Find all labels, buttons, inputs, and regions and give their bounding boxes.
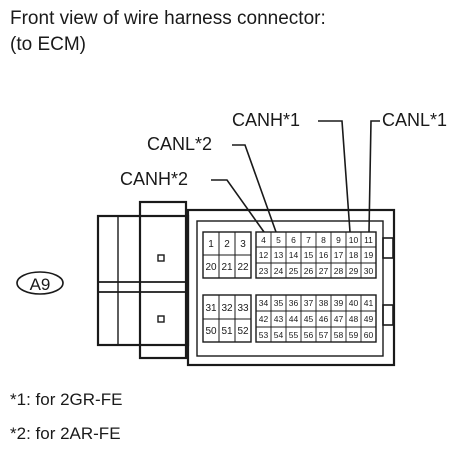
connector-id: A9 — [30, 275, 51, 294]
connector-id-badge — [16, 271, 64, 295]
pin-2: 2 — [224, 239, 230, 250]
pin-45: 45 — [304, 314, 314, 324]
pin-27: 27 — [319, 266, 329, 276]
pin-17: 17 — [334, 250, 344, 260]
pin-56: 56 — [304, 330, 314, 340]
pin-38: 38 — [319, 298, 329, 308]
pin-4: 4 — [261, 235, 266, 245]
pin-36: 36 — [289, 298, 299, 308]
title-line-2: (to ECM) — [10, 34, 86, 55]
pin-30: 30 — [364, 266, 374, 276]
pin-50: 50 — [205, 326, 217, 337]
callout-canl2: CANL*2 — [147, 134, 213, 154]
pin-23: 23 — [259, 266, 269, 276]
pin-21: 21 — [221, 262, 233, 273]
connector-housing — [96, 200, 396, 367]
pin-35: 35 — [274, 298, 284, 308]
pin-11: 11 — [364, 235, 373, 245]
leader-canl1 — [368, 120, 380, 233]
note-2: *2: for 2AR-FE — [10, 424, 121, 443]
pin-51: 51 — [221, 326, 233, 337]
pin-22: 22 — [237, 262, 249, 273]
pin-20: 20 — [205, 262, 217, 273]
pin-59: 59 — [349, 330, 359, 340]
pin-9: 9 — [336, 235, 341, 245]
pin-41: 41 — [364, 298, 374, 308]
pin-42: 42 — [259, 314, 269, 324]
note-1: *1: for 2GR-FE — [10, 390, 123, 409]
callout-canh1: CANH*1 — [232, 110, 301, 130]
pin-52: 52 — [237, 326, 249, 337]
pin-28: 28 — [334, 266, 344, 276]
callout-leaders — [211, 120, 380, 233]
housing-hole-upper — [157, 254, 165, 262]
pin-33: 33 — [237, 303, 249, 314]
pin-57: 57 — [319, 330, 329, 340]
pin-34: 34 — [259, 298, 269, 308]
leader-canh2 — [211, 179, 265, 233]
pin-37: 37 — [304, 298, 314, 308]
pin-24: 24 — [274, 266, 284, 276]
pin-32: 32 — [221, 303, 233, 314]
pin-53: 53 — [259, 330, 269, 340]
left-pin-block: 1 2 3 20 21 22 31 32 33 50 51 52 — [202, 231, 252, 343]
leader-canh1 — [318, 120, 351, 233]
housing-hole-lower — [157, 315, 165, 323]
pin-1: 1 — [208, 239, 214, 250]
pin-60: 60 — [364, 330, 374, 340]
right-pin-block: 4 5 6 7 8 9 10 11 12 13 14 15 16 17 18 1… — [255, 231, 377, 343]
callout-canl1: CANL*1 — [382, 110, 448, 130]
pin-15: 15 — [304, 250, 314, 260]
pin-43: 43 — [274, 314, 284, 324]
pin-54: 54 — [274, 330, 284, 340]
title-line-1: Front view of wire harness connector: — [10, 8, 326, 29]
pin-8: 8 — [321, 235, 326, 245]
pin-25: 25 — [289, 266, 299, 276]
pin-13: 13 — [274, 250, 284, 260]
pin-26: 26 — [304, 266, 314, 276]
pin-16: 16 — [319, 250, 329, 260]
pin-18: 18 — [349, 250, 359, 260]
pin-12: 12 — [259, 250, 269, 260]
pin-55: 55 — [289, 330, 299, 340]
pin-39: 39 — [334, 298, 344, 308]
pin-31: 31 — [205, 303, 217, 314]
pin-40: 40 — [349, 298, 359, 308]
pin-46: 46 — [319, 314, 329, 324]
pin-6: 6 — [291, 235, 296, 245]
pin-10: 10 — [349, 235, 359, 245]
pin-44: 44 — [289, 314, 299, 324]
callout-canh2: CANH*2 — [120, 169, 189, 189]
pin-49: 49 — [364, 314, 374, 324]
pin-47: 47 — [334, 314, 344, 324]
pin-5: 5 — [276, 235, 281, 245]
pin-14: 14 — [289, 250, 299, 260]
pin-58: 58 — [334, 330, 344, 340]
leader-canl2 — [232, 144, 277, 233]
pin-3: 3 — [240, 239, 246, 250]
pin-19: 19 — [364, 250, 374, 260]
pin-48: 48 — [349, 314, 359, 324]
pin-7: 7 — [306, 235, 311, 245]
pin-29: 29 — [349, 266, 359, 276]
